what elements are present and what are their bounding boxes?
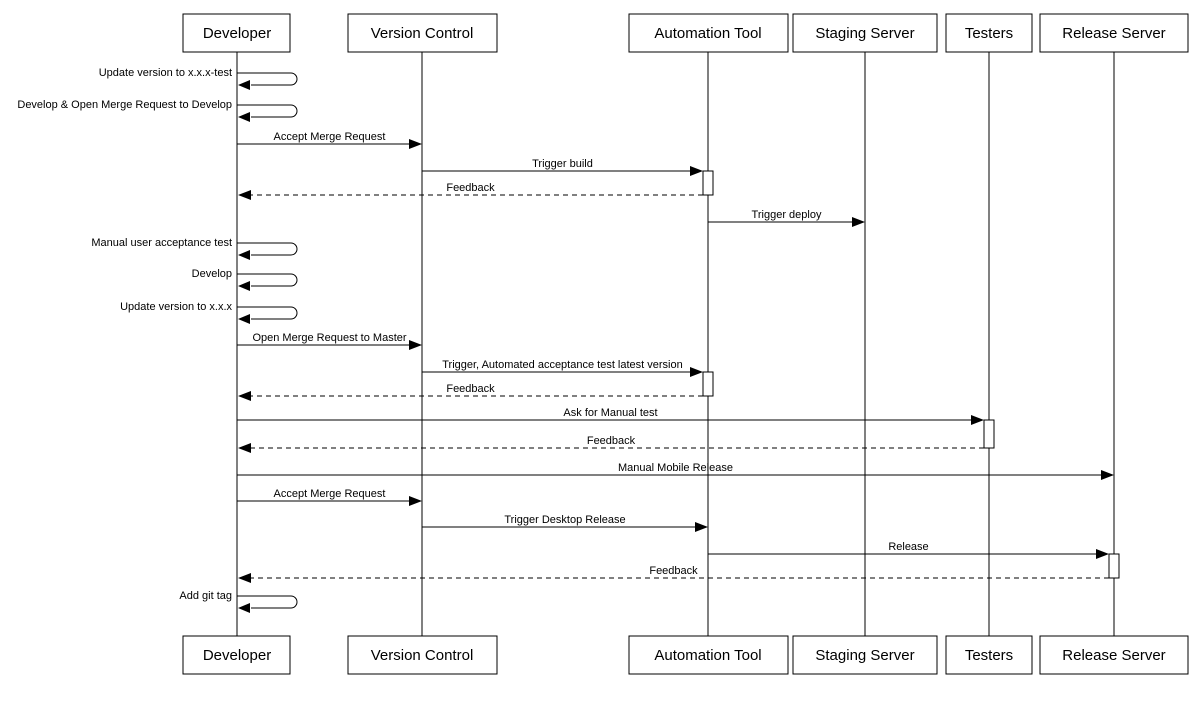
- self-message-line-7: [237, 273, 298, 287]
- message-label-18: Feedback: [649, 565, 698, 577]
- participant-top-label-staging-server: Staging Server: [815, 25, 914, 42]
- message-arrowhead-18: [238, 573, 251, 583]
- message-arrowhead-11: [238, 391, 251, 401]
- participant-top-box-staging-server: [792, 13, 938, 53]
- message-arrowhead-14: [1101, 470, 1114, 480]
- self-message-line-0: [237, 72, 298, 86]
- participant-top-box-automation-tool: [628, 13, 789, 53]
- message-label-4: Feedback: [446, 182, 495, 194]
- participant-bottom-label-version-control: Version Control: [371, 647, 474, 664]
- message-label-16: Trigger Desktop Release: [504, 514, 625, 526]
- message-label-10: Trigger, Automated acceptance test lates…: [442, 359, 683, 371]
- participant-top-label-version-control: Version Control: [371, 25, 474, 42]
- message-arrowhead-12: [971, 415, 984, 425]
- message-arrowhead-15: [409, 496, 422, 506]
- self-message-arrowhead-7: [238, 281, 250, 291]
- participant-bottom-box-testers: [945, 635, 1033, 675]
- participant-top-label-release-server: Release Server: [1062, 25, 1165, 42]
- message-label-11: Feedback: [446, 383, 495, 395]
- message-label-17: Release: [888, 541, 928, 553]
- participant-bottom-box-release-server: [1039, 635, 1189, 675]
- participant-bottom-box-staging-server: [792, 635, 938, 675]
- participant-top-box-release-server: [1039, 13, 1189, 53]
- participant-bottom-label-developer: Developer: [203, 647, 271, 664]
- self-message-line-19: [237, 595, 298, 609]
- message-label-0: Update version to x.x.x-test: [99, 67, 232, 79]
- message-label-5: Trigger deploy: [752, 209, 822, 221]
- message-arrowhead-5: [852, 217, 865, 227]
- self-message-arrowhead-0: [238, 80, 250, 90]
- message-label-3: Trigger build: [532, 158, 593, 170]
- message-label-12: Ask for Manual test: [563, 407, 657, 419]
- self-message-arrowhead-8: [238, 314, 250, 324]
- message-arrowhead-2: [409, 139, 422, 149]
- participant-bottom-label-release-server: Release Server: [1062, 647, 1165, 664]
- activation-bar-automation-tool: [702, 371, 714, 397]
- message-label-13: Feedback: [587, 435, 636, 447]
- participant-bottom-label-automation-tool: Automation Tool: [654, 647, 761, 664]
- self-message-arrowhead-1: [238, 112, 250, 122]
- activation-bar-testers: [983, 419, 995, 449]
- self-message-line-1: [237, 104, 298, 118]
- participant-top-box-testers: [945, 13, 1033, 53]
- self-message-arrowhead-19: [238, 603, 250, 613]
- message-label-15: Accept Merge Request: [274, 488, 386, 500]
- message-arrowhead-3: [690, 166, 703, 176]
- message-arrowhead-10: [690, 367, 703, 377]
- message-label-7: Develop: [192, 268, 232, 280]
- self-message-line-8: [237, 306, 298, 320]
- participant-top-box-version-control: [347, 13, 498, 53]
- participant-bottom-box-automation-tool: [628, 635, 789, 675]
- message-arrowhead-16: [695, 522, 708, 532]
- participant-top-label-testers: Testers: [965, 25, 1013, 42]
- participant-bottom-box-developer: [182, 635, 291, 675]
- message-label-2: Accept Merge Request: [274, 131, 386, 143]
- activation-bar-release-server: [1108, 553, 1120, 579]
- message-arrowhead-4: [238, 190, 251, 200]
- self-message-line-6: [237, 242, 298, 256]
- message-arrowhead-9: [409, 340, 422, 350]
- participant-top-label-automation-tool: Automation Tool: [654, 25, 761, 42]
- participant-bottom-box-version-control: [347, 635, 498, 675]
- message-label-9: Open Merge Request to Master: [252, 332, 406, 344]
- activation-bar-automation-tool: [702, 170, 714, 196]
- participant-bottom-label-testers: Testers: [965, 647, 1013, 664]
- self-message-arrowhead-6: [238, 250, 250, 260]
- participant-bottom-label-staging-server: Staging Server: [815, 647, 914, 664]
- message-label-14: Manual Mobile Release: [618, 462, 733, 474]
- participant-top-label-developer: Developer: [203, 25, 271, 42]
- message-label-1: Develop & Open Merge Request to Develop: [17, 99, 232, 111]
- message-arrowhead-13: [238, 443, 251, 453]
- message-label-6: Manual user acceptance test: [91, 237, 232, 249]
- message-label-19: Add git tag: [179, 590, 232, 602]
- message-label-8: Update version to x.x.x: [120, 301, 232, 313]
- message-arrowhead-17: [1096, 549, 1109, 559]
- participant-top-box-developer: [182, 13, 291, 53]
